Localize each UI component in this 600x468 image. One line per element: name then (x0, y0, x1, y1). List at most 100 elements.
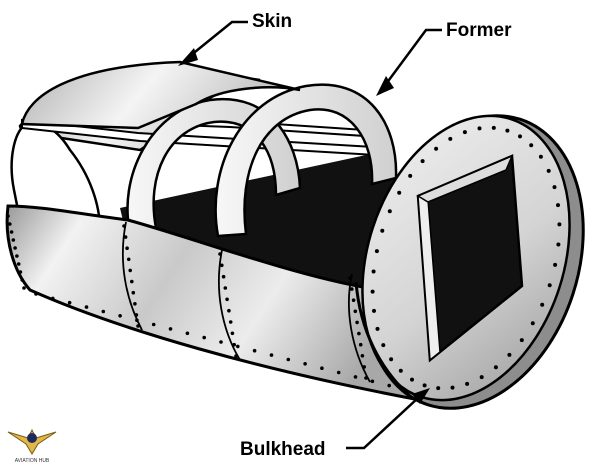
rivet (34, 292, 38, 296)
rivet (16, 262, 21, 266)
rivet (381, 343, 386, 348)
rivet (84, 305, 89, 309)
rivet (122, 224, 126, 228)
rivet (125, 246, 129, 250)
rivet (364, 376, 368, 380)
rivet (303, 362, 307, 366)
rivet (556, 242, 561, 247)
rivet (351, 298, 356, 303)
rivet (221, 274, 226, 279)
rivet (202, 335, 206, 340)
rivet (530, 321, 535, 326)
rivet (353, 375, 358, 379)
rivet (375, 326, 380, 331)
rivet (493, 365, 498, 370)
rivet (387, 383, 392, 388)
rivet (135, 318, 139, 323)
rivet (358, 342, 363, 347)
rivet (547, 283, 552, 288)
rivet (397, 190, 402, 195)
rivet (136, 324, 140, 328)
skin-rivet-rows (6, 214, 408, 392)
rivet (398, 368, 403, 373)
rivet (355, 320, 359, 325)
rivet (168, 327, 173, 331)
skin-seam-2 (218, 249, 241, 361)
rivet (11, 238, 16, 242)
rivet (519, 338, 524, 343)
rivet (529, 143, 534, 148)
rivet (220, 263, 224, 268)
rivet (123, 235, 128, 239)
former-leader-line (384, 28, 442, 85)
rivet (126, 257, 131, 262)
rivet (6, 214, 10, 218)
rivet (185, 331, 190, 336)
bulkhead-leader-line (346, 397, 419, 450)
rivet (15, 254, 19, 258)
logo-wordmark: AVIATION HUB (15, 458, 50, 464)
skin-label: Skin (252, 11, 293, 32)
rivet (131, 290, 136, 295)
former-label: Former (446, 20, 512, 41)
rivet (252, 348, 257, 353)
rivet (20, 278, 25, 282)
rivet (269, 353, 274, 357)
rivet (465, 381, 470, 386)
rivet (360, 354, 365, 358)
rivet (353, 309, 358, 314)
rivet (223, 286, 228, 290)
rivet (540, 302, 545, 307)
rivet (408, 173, 413, 178)
rivet (387, 209, 392, 214)
rivet (374, 249, 379, 254)
rivet (236, 344, 240, 349)
rivet (336, 370, 341, 375)
rivet (232, 342, 236, 347)
rivet (357, 331, 361, 336)
rivet (128, 268, 132, 273)
rivet (350, 287, 354, 291)
rivet (448, 136, 453, 141)
rivet (436, 386, 441, 391)
bulkhead-opening-top-edge (416, 154, 514, 203)
bulkhead-arrowhead (412, 388, 430, 404)
skin-front-edge (354, 281, 413, 400)
rivet (101, 309, 106, 314)
rivet (362, 365, 367, 369)
rivet (557, 222, 562, 227)
rivet (389, 357, 394, 362)
bulkhead-rivet-ring (370, 125, 562, 391)
rivet (130, 279, 134, 284)
rivet (507, 352, 512, 357)
rivet (546, 168, 551, 173)
rivet (371, 269, 376, 274)
skin-seam-3 (348, 273, 371, 383)
rivet (422, 383, 427, 388)
rivet (372, 308, 376, 313)
rivet (13, 246, 17, 250)
rivet (118, 314, 122, 318)
rivet (370, 379, 375, 384)
logo-emblem-icon (27, 433, 37, 443)
rivet (134, 313, 139, 317)
rivet (479, 375, 484, 380)
rivet (218, 252, 222, 256)
rivet (462, 130, 467, 135)
rivet (320, 366, 324, 371)
rivet (151, 322, 156, 327)
rivet (227, 308, 231, 313)
rivet (552, 185, 557, 190)
skin-panel-top (20, 60, 301, 130)
rivet (286, 357, 291, 362)
rivet (8, 222, 12, 226)
rivet (420, 159, 425, 164)
rivet (22, 286, 26, 290)
rivet (491, 125, 496, 130)
rivet (234, 354, 238, 358)
rivet (348, 276, 352, 280)
rivet (230, 331, 235, 336)
skin-arrowhead (178, 48, 198, 66)
rivet (219, 340, 223, 344)
